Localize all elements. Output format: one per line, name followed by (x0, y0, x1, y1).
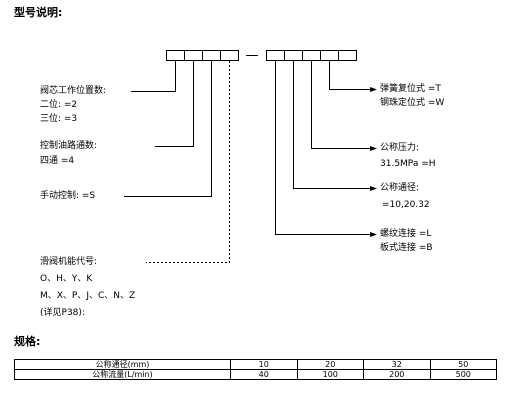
label-function: 滑阀机能代号: (40, 257, 98, 267)
label-function-line2: M、X、P、J、C、N、Z (40, 291, 136, 301)
table-cell: 40 (230, 369, 298, 380)
row-label: 公称流量(L/min) (14, 369, 231, 380)
spec-table: 公称通径(mm) 10 20 32 50 公称流量(L/min) 40 100 … (14, 359, 497, 380)
label-stations: 阀芯工作位置数: (40, 86, 107, 96)
label-function-line1: O、H、Y、K (40, 274, 93, 284)
code-box-5 (266, 50, 285, 61)
label-four-way: 四通 =4 (40, 156, 75, 166)
label-diameter-value: =10,20.32 (382, 200, 430, 210)
label-thread: 螺纹连接 =L (380, 229, 432, 239)
label-diameter: 公称通径: (380, 183, 420, 193)
table-cell: 50 (429, 359, 497, 370)
label-function-note: (详见P38): (40, 308, 85, 318)
leader-diameter (293, 61, 372, 189)
arrow-spring (370, 87, 377, 92)
label-plate: 板式连接 =B (380, 243, 433, 253)
table-cell: 10 (230, 359, 298, 370)
code-box-8 (320, 50, 339, 61)
label-two-position: 二位: =2 (40, 100, 78, 110)
leader-stations (131, 61, 176, 92)
table-cell: 20 (296, 359, 364, 370)
table-row: 公称流量(L/min) 40 100 200 500 (14, 369, 497, 380)
code-box-4 (220, 50, 239, 61)
leader-spring (329, 61, 372, 90)
code-box-1 (166, 50, 185, 61)
leader-thread (275, 61, 372, 235)
label-channels: 控制油路通数: (40, 141, 98, 151)
label-pressure-value: 31.5MPa =H (380, 159, 436, 169)
spec-title: 规格: (14, 335, 41, 348)
model-code-diagram (124, 50, 377, 263)
table-row: 公称通径(mm) 10 20 32 50 (14, 359, 497, 370)
label-spring-return: 弹簧复位式 =T (380, 84, 441, 94)
row-label: 公称通径(mm) (14, 359, 231, 370)
code-box-3 (202, 50, 221, 61)
table-cell: 100 (296, 369, 364, 380)
leader-manual (124, 61, 212, 197)
page-title: 型号说明: (14, 6, 63, 19)
table-cell: 200 (363, 369, 431, 380)
label-ball-detent: 钢珠定位式 =W (380, 98, 445, 108)
table-cell: 500 (429, 369, 497, 380)
label-manual: 手动控制: =S (40, 191, 96, 201)
label-pressure: 公称压力: (380, 143, 420, 153)
leader-channels (155, 61, 194, 147)
arrow-diameter (370, 186, 377, 191)
table-cell: 32 (363, 359, 431, 370)
code-box-2 (184, 50, 203, 61)
code-box-6 (284, 50, 303, 61)
arrow-thread (370, 232, 377, 237)
code-box-7 (302, 50, 321, 61)
leader-pressure (311, 61, 372, 149)
code-box-9 (338, 50, 357, 61)
arrow-pressure (370, 146, 377, 151)
leader-function (146, 61, 230, 263)
label-three-position: 三位: =3 (40, 114, 78, 124)
